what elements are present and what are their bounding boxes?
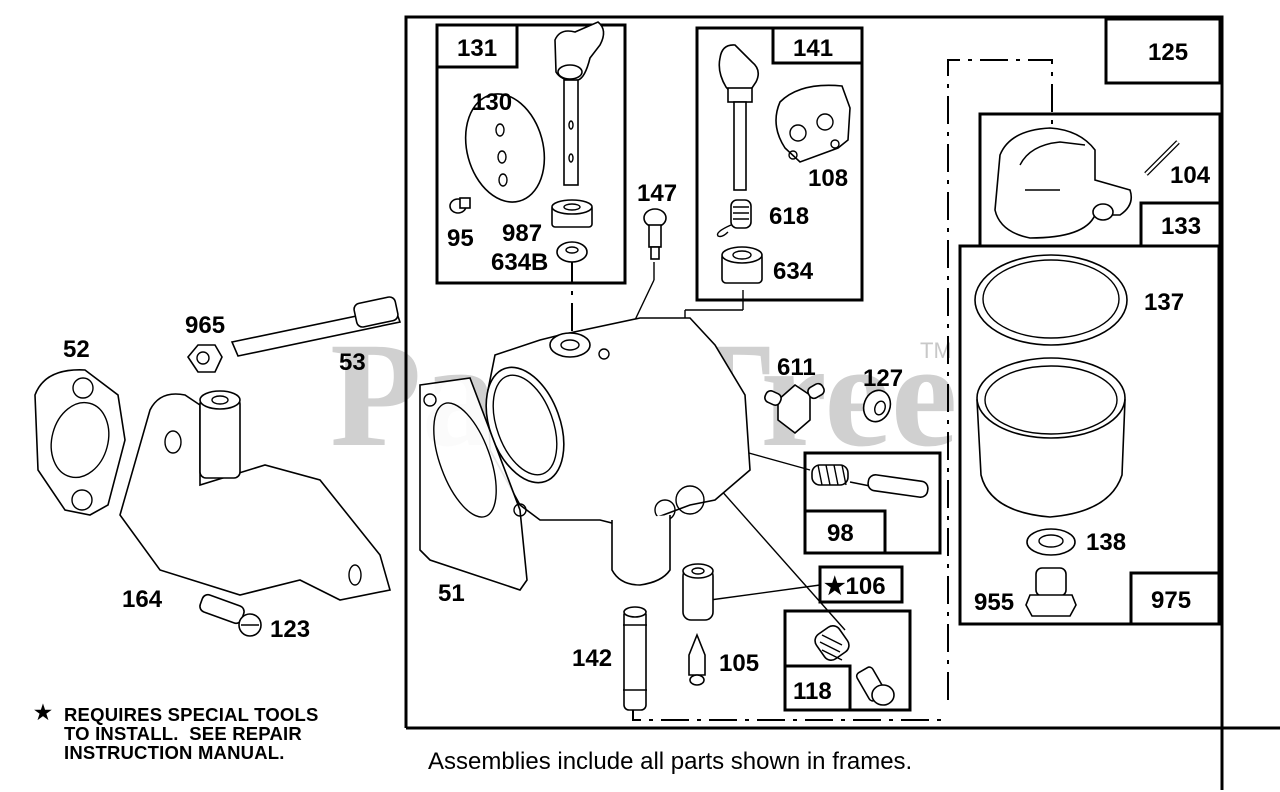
screw-95-drawing [449, 197, 471, 214]
pin-104-drawing [1144, 140, 1180, 176]
assembly-98-frame [803, 451, 942, 555]
part-label-127[interactable]: 127 [863, 365, 903, 392]
seat-106-drawing [682, 563, 714, 621]
assembly-118-frame [783, 609, 912, 712]
part-label-51[interactable]: 51 [438, 580, 465, 607]
stud-53-drawing [230, 296, 402, 357]
assembly-106-label[interactable]: ★106 [824, 573, 886, 600]
assemblies-caption: Assemblies include all parts shown in fr… [428, 748, 913, 775]
assembly-975-frame [958, 244, 1221, 626]
part-label-52[interactable]: 52 [63, 336, 90, 363]
mixture-needle-98-drawing [811, 464, 929, 498]
part-label-130[interactable]: 130 [472, 89, 512, 116]
main-assembly-frame [404, 15, 1280, 790]
assembly-125-label[interactable]: 125 [1148, 39, 1188, 66]
seal-634-drawing [721, 246, 763, 284]
assembly-131-frame [435, 23, 627, 285]
part-label-104[interactable]: 104 [1170, 162, 1211, 189]
assembly-125-frame [1104, 17, 1222, 85]
assembly-141-label[interactable]: 141 [793, 35, 833, 62]
washer-138-drawing [1026, 528, 1076, 556]
gasket-137-drawing [974, 254, 1128, 346]
assembly-98-label[interactable]: 98 [827, 520, 854, 547]
assembly-131-label[interactable]: 131 [457, 35, 497, 62]
assembly-133-label[interactable]: 133 [1161, 213, 1201, 240]
part-label-138[interactable]: 138 [1086, 529, 1126, 556]
throttle-plate-130-drawing [464, 93, 546, 203]
emulsion-tube-142-drawing [623, 606, 647, 711]
seal-634b-drawing [556, 241, 588, 263]
choke-shaft-drawing [718, 44, 760, 191]
gasket-51-drawing [419, 377, 528, 591]
spring-618-drawing [716, 199, 752, 238]
float-bowl-drawing [976, 357, 1126, 518]
part-label-147[interactable]: 147 [637, 180, 677, 207]
part-label-611[interactable]: 611 [777, 354, 816, 381]
intake-elbow-164-drawing [119, 390, 392, 601]
star-icon: ★ [34, 702, 53, 724]
inlet-needle-105-drawing [688, 632, 706, 686]
assembly-141-frame [695, 26, 864, 302]
screw-123-drawing [199, 593, 262, 637]
plug-127-drawing [862, 389, 892, 423]
part-label-95[interactable]: 95 [447, 225, 474, 252]
seal-987-drawing [551, 199, 593, 228]
assembly-125-leader [947, 59, 1053, 700]
part-label-108[interactable]: 108 [808, 165, 848, 192]
nut-965-drawing [187, 344, 223, 373]
part-label-634b[interactable]: 634B [491, 249, 548, 276]
part-label-965[interactable]: 965 [185, 312, 225, 339]
float-133-drawing [994, 127, 1133, 239]
part-label-137[interactable]: 137 [1144, 289, 1184, 316]
screw-147-drawing [643, 208, 667, 260]
part-label-987[interactable]: 987 [502, 220, 542, 247]
bowl-nut-955-drawing [1025, 567, 1077, 617]
part-label-618[interactable]: 618 [769, 203, 809, 230]
special-tools-note-text: REQUIRES SPECIAL TOOLS TO INSTALL. SEE R… [64, 704, 319, 763]
part-label-53[interactable]: 53 [339, 349, 366, 376]
part-label-123[interactable]: 123 [270, 616, 310, 643]
part-label-955[interactable]: 955 [974, 589, 1014, 616]
assembly-975-label[interactable]: 975 [1151, 587, 1191, 614]
elbow-fitting-611-drawing [764, 382, 825, 435]
idle-screw-118-drawing [814, 625, 895, 706]
assembly-118-label[interactable]: 118 [793, 678, 832, 705]
watermark-trademark: TM [920, 338, 952, 363]
gasket-52-drawing [34, 369, 126, 516]
assembly-106-frame [818, 565, 904, 604]
part-label-105[interactable]: 105 [719, 650, 759, 677]
part-label-634[interactable]: 634 [773, 258, 814, 285]
part-label-142[interactable]: 142 [572, 645, 612, 672]
part-label-164[interactable]: 164 [122, 586, 163, 613]
choke-plate-108-drawing [775, 84, 851, 163]
throttle-shaft-drawing [554, 21, 605, 186]
